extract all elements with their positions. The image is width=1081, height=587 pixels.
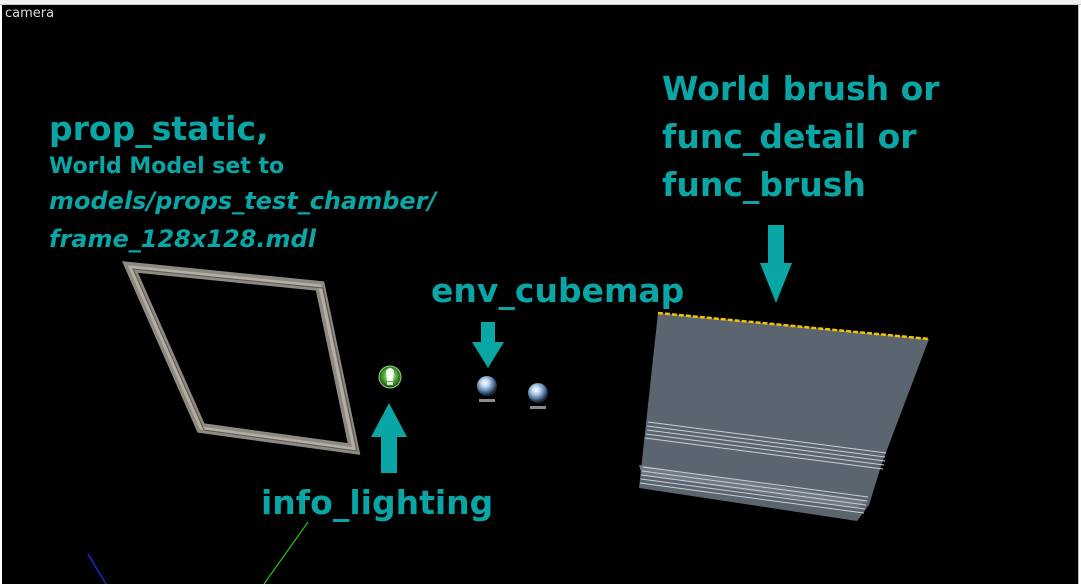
brush-label-line2: func_detail or (662, 117, 917, 156)
cubemap-sphere-icon[interactable] (477, 376, 497, 402)
viewport-label: camera (5, 6, 55, 21)
info-lighting-label: info_lighting (261, 483, 494, 522)
viewport-top-border (0, 0, 1081, 5)
env-cubemap-label: env_cubemap (431, 271, 685, 310)
frame-model-prop[interactable] (121, 261, 361, 455)
world-model-label: World Model set to (49, 154, 285, 179)
arrow-down-icon (472, 322, 504, 368)
scene-canvas[interactable] (2, 5, 1078, 584)
prop-static-label: prop_static, (49, 109, 269, 148)
lightbulb-sprite-icon[interactable] (378, 365, 402, 389)
axis-y-line (87, 553, 107, 584)
brush-stripes (639, 421, 887, 514)
world-brush[interactable] (639, 311, 930, 521)
arrow-up-icon (371, 403, 407, 473)
brush-selected-edge (657, 311, 930, 341)
model-path-line1: models/props_test_chamber/ (49, 187, 437, 215)
model-path-line2: frame_128x128.mdl (49, 225, 316, 253)
axis-z-line (263, 521, 309, 584)
camera-viewport[interactable]: camera prop_static, World Model set to m… (2, 5, 1079, 584)
brush-label-line3: func_brush (662, 165, 866, 204)
arrow-down-icon (760, 225, 792, 303)
brush-label-line1: World brush or (662, 69, 940, 108)
cubemap-sphere-icon[interactable] (528, 383, 548, 409)
